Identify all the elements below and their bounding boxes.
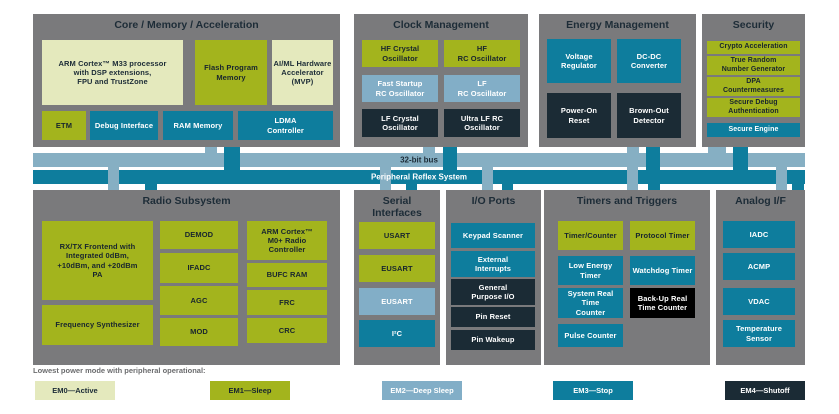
connector-core-light	[205, 147, 217, 167]
block-ldma-controller: LDMA Controller	[238, 111, 333, 140]
connector-io-teal	[502, 172, 513, 190]
block-temperature-sensor: Temperature Sensor	[723, 320, 795, 347]
block-eusart-1: EUSART	[359, 255, 435, 282]
connector-serial-teal	[406, 172, 417, 190]
block-acmp: ACMP	[723, 253, 795, 280]
connector-radio-teal	[145, 172, 157, 190]
bus-peripheral-reflex-label: Peripheral Reflex System	[370, 172, 468, 182]
connector-security-teal	[733, 147, 748, 184]
block-secure-engine: Secure Engine	[707, 123, 800, 137]
block-low-energy-timer: Low Energy Timer	[558, 256, 623, 285]
connector-radio-light	[108, 155, 119, 190]
block-flash-program-memory: Flash Program Memory	[195, 40, 267, 105]
bus-32bit-label: 32-bit bus	[400, 155, 438, 165]
block-crc: CRC	[247, 318, 327, 343]
block-arm-cortex-m33: ARM Cortex™ M33 processor with DSP exten…	[42, 40, 183, 105]
block-general-purpose-io: General Purpose I/O	[451, 279, 535, 305]
block-protocol-timer: Protocol Timer	[630, 221, 695, 250]
block-frc: FRC	[247, 290, 327, 315]
block-hf-crystal-oscillator: HF Crystal Oscillator	[362, 40, 438, 67]
connector-timers-light	[627, 155, 638, 190]
panel-title-energy: Energy Management	[566, 19, 669, 31]
block-hf-rc-oscillator: HF RC Oscillator	[444, 40, 520, 67]
connector-serial-light	[380, 155, 391, 190]
block-demod: DEMOD	[160, 221, 238, 249]
legend-em1: EM1—Sleep	[210, 381, 290, 400]
legend-em2: EM2—Deep Sleep	[382, 381, 462, 400]
block-etm: ETM	[42, 111, 86, 140]
block-backup-real-time-counter: Back-Up Real Time Counter	[630, 288, 695, 318]
legend-caption: Lowest power mode with peripheral operat…	[33, 366, 206, 375]
connector-security-light	[708, 147, 726, 167]
block-usart: USART	[359, 222, 435, 249]
block-voltage-regulator: Voltage Regulator	[547, 39, 611, 83]
block-lf-rc-oscillator: LF RC Oscillator	[444, 75, 520, 102]
legend-em3: EM3—Stop	[553, 381, 633, 400]
block-crypto-acceleration: Crypto Acceleration	[707, 41, 800, 54]
block-timer-counter: Timer/Counter	[558, 221, 623, 250]
block-ifadc: IFADC	[160, 253, 238, 283]
block-dpa-countermeasures: DPA Countermeasures	[707, 77, 800, 96]
block-true-random-number-generator: True Random Number Generator	[707, 56, 800, 75]
block-external-interrupts: External Interrupts	[451, 251, 535, 277]
legend-em0: EM0—Active	[35, 381, 115, 400]
panel-title-radio: Radio Subsystem	[142, 195, 231, 207]
block-eusart-2: EUSART	[359, 288, 435, 315]
panel-title-security: Security	[732, 19, 775, 31]
block-keypad-scanner: Keypad Scanner	[451, 223, 535, 248]
panel-title-analog: Analog I/F	[735, 195, 786, 207]
bus-32bit: 32-bit bus	[33, 153, 805, 167]
block-mod: MOD	[160, 318, 238, 346]
block-lf-crystal-oscillator: LF Crystal Oscillator	[362, 109, 438, 137]
block-agc: AGC	[160, 286, 238, 315]
panel-title-io: I/O Ports	[471, 195, 516, 207]
block-ultra-lf-rc-oscillator: Ultra LF RC Oscillator	[444, 109, 520, 137]
connector-analog-light	[776, 155, 787, 190]
block-bufc-ram: BUFC RAM	[247, 263, 327, 287]
panel-title-serial: Serial Interfaces	[372, 195, 422, 220]
connector-analog-teal	[792, 172, 804, 190]
block-brown-out-detector: Brown-Out Detector	[617, 93, 681, 138]
connector-timers-teal	[648, 172, 660, 190]
panel-title-timers: Timers and Triggers	[576, 195, 678, 207]
block-vdac: VDAC	[723, 288, 795, 315]
block-rxtx-frontend: RX/TX Frontend with Integrated 0dBm, +10…	[42, 221, 153, 300]
block-fast-startup-rc-oscillator: Fast Startup RC Oscillator	[362, 75, 438, 102]
block-pin-wakeup: Pin Wakeup	[451, 330, 535, 350]
block-dc-dc-converter: DC-DC Converter	[617, 39, 681, 83]
block-aiml-hardware-accelerator: AI/ML Hardware Accelerator (MVP)	[272, 40, 333, 105]
block-pin-reset: Pin Reset	[451, 307, 535, 327]
panel-title-core: Core / Memory / Acceleration	[114, 19, 259, 31]
connector-clock-light	[423, 147, 435, 167]
block-frequency-synthesizer: Frequency Synthesizer	[42, 305, 153, 345]
connector-core-teal	[224, 147, 240, 184]
block-watchdog-timer: Watchdog Timer	[630, 256, 695, 285]
connector-clock-teal	[443, 147, 457, 184]
legend-em4: EM4—Shutoff	[725, 381, 805, 400]
block-ram-memory: RAM Memory	[163, 111, 233, 140]
block-arm-cortex-m0-radio-controller: ARM Cortex™ M0+ Radio Controller	[247, 221, 327, 260]
connector-io-light	[482, 155, 493, 190]
block-i2c: I²C	[359, 320, 435, 347]
block-iadc: IADC	[723, 221, 795, 248]
block-debug-interface: Debug Interface	[90, 111, 158, 140]
panel-title-clock: Clock Management	[393, 19, 489, 31]
block-secure-debug-authentication: Secure Debug Authentication	[707, 98, 800, 117]
block-power-on-reset: Power-On Reset	[547, 93, 611, 138]
block-system-real-time-counter: System Real Time Counter	[558, 288, 623, 318]
bus-peripheral-reflex: Peripheral Reflex System	[33, 170, 805, 184]
block-pulse-counter: Pulse Counter	[558, 324, 623, 347]
